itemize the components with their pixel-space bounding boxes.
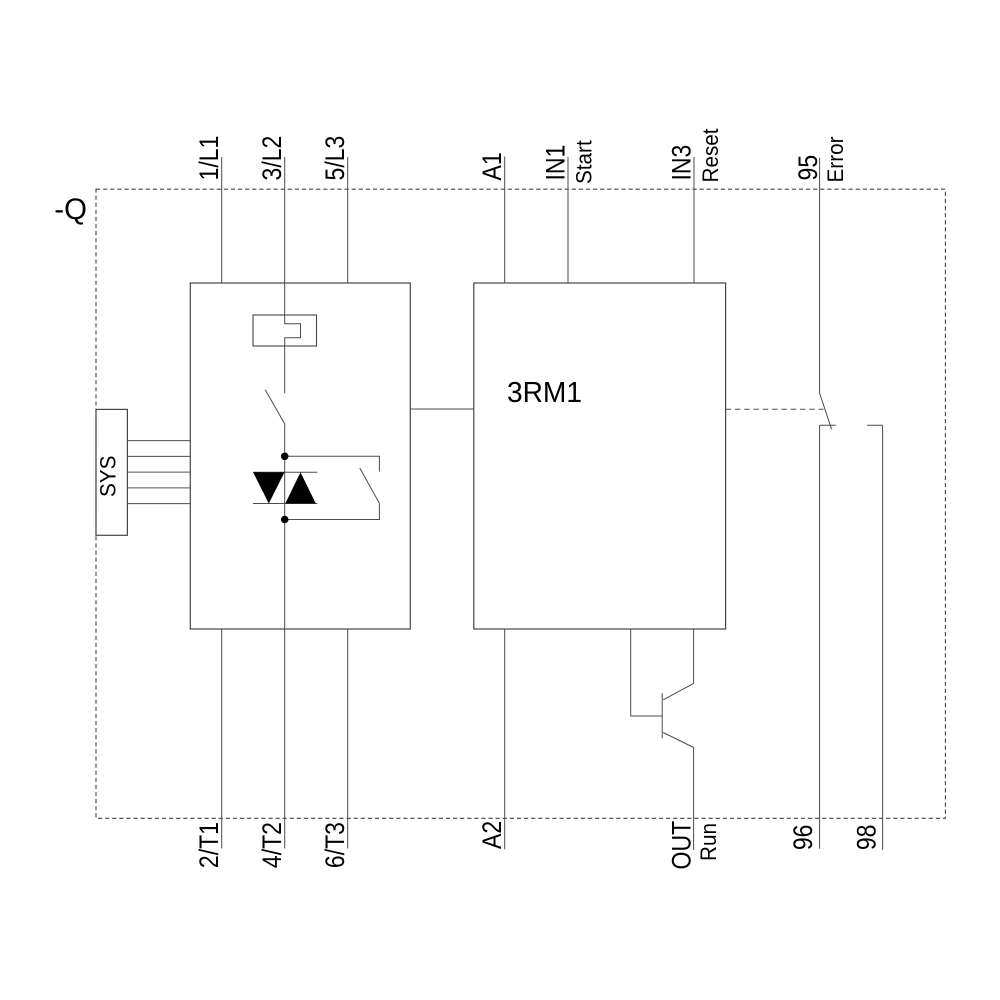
svg-text:5/L3: 5/L3 [322, 136, 351, 181]
svg-text:6/T3: 6/T3 [322, 822, 351, 868]
svg-text:2/T1: 2/T1 [196, 822, 225, 868]
svg-text:OUT: OUT [668, 821, 697, 870]
svg-text:Start: Start [571, 140, 597, 184]
svg-text:IN3: IN3 [668, 145, 697, 181]
svg-text:Run: Run [695, 823, 721, 861]
svg-text:98: 98 [853, 825, 882, 851]
svg-text:A1: A1 [479, 152, 508, 180]
svg-text:Reset: Reset [697, 128, 723, 182]
svg-text:1/L1: 1/L1 [196, 136, 225, 181]
svg-text:IN1: IN1 [542, 145, 571, 181]
svg-text:96: 96 [790, 825, 819, 851]
svg-text:Error: Error [822, 137, 848, 183]
svg-text:4/T2: 4/T2 [259, 822, 288, 868]
svg-text:3/L2: 3/L2 [259, 136, 288, 181]
svg-text:-Q: -Q [54, 193, 87, 226]
svg-text:95: 95 [795, 155, 824, 181]
svg-text:A2: A2 [479, 821, 508, 849]
svg-text:3RM1: 3RM1 [507, 377, 582, 409]
svg-text:SYS: SYS [95, 456, 121, 497]
